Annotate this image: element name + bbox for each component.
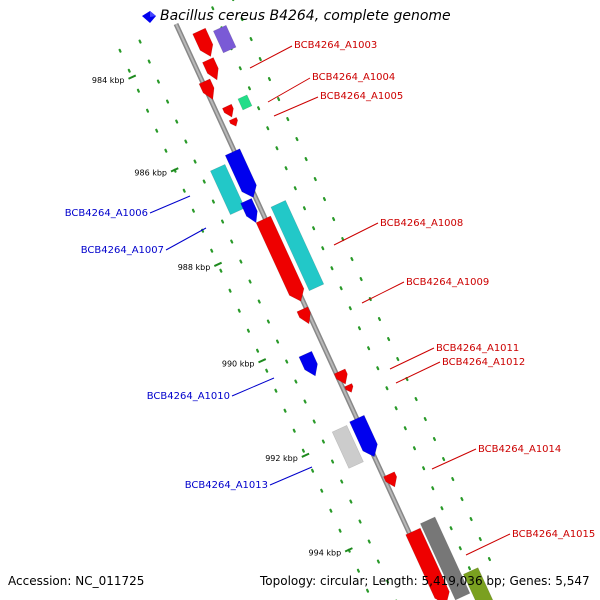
gene-label[interactable]: BCB4264_A1009	[406, 277, 489, 288]
tick-mark-4	[301, 452, 310, 458]
leader-line	[149, 195, 191, 214]
dotted-guide-lines	[118, 0, 498, 600]
gene-label[interactable]: BCB4264_A1005	[320, 91, 403, 102]
gene-label[interactable]: BCB4264_A1014	[478, 444, 561, 455]
gene-a1013-2	[349, 414, 378, 458]
gene-a1003-1	[192, 27, 214, 57]
title-legend-icon	[142, 11, 156, 23]
leader-line	[431, 448, 477, 470]
accession-text: Accession: NC_011725	[8, 574, 145, 588]
gene-a1007-1	[224, 148, 257, 198]
tick-mark-3	[258, 358, 267, 364]
leader-line	[273, 96, 319, 117]
tick-mark-0	[128, 74, 137, 80]
tick-label: 990 kbp	[222, 359, 255, 368]
gene-label[interactable]: BCB4264_A1013	[185, 480, 268, 491]
tick-mark-5	[344, 547, 353, 553]
gene-label[interactable]: BCB4264_A1004	[312, 72, 395, 83]
scale-ticks: 984 kbp 986 kbp 988 kbp 990 kbp 992 kbp 994 k…	[92, 74, 353, 557]
gene-a1015-1	[405, 527, 450, 600]
gene-small-1	[228, 116, 239, 127]
gene-a1008-2	[270, 200, 325, 292]
gene-a1003-4	[198, 78, 215, 101]
gene-a1013-1	[331, 424, 364, 469]
leader-line	[165, 227, 207, 251]
guide-line-1	[138, 39, 398, 600]
genome-summary-text: Topology: circular; Length: 5,419,036 bp…	[260, 574, 590, 588]
gene-a1003-3	[212, 24, 237, 54]
tick-mark-1	[170, 167, 179, 173]
tick-label: 992 kbp	[265, 454, 298, 463]
leader-line	[361, 281, 405, 304]
gene-label[interactable]: BCB4264_A1007	[81, 245, 164, 256]
gene-a1012	[344, 383, 354, 393]
gene-features	[192, 24, 494, 600]
tick-mark-2	[213, 261, 223, 267]
gene-label[interactable]: BCB4264_A1006	[65, 208, 148, 219]
leader-line	[465, 533, 511, 556]
gene-a1010	[298, 350, 318, 377]
gene-label[interactable]: BCB4264_A1011	[436, 343, 519, 354]
gene-label[interactable]: BCB4264_A1003	[294, 40, 377, 51]
gene-a1004	[221, 103, 234, 118]
leader-line	[231, 377, 275, 397]
tick-label: 994 kbp	[309, 548, 342, 557]
guide-line-0	[118, 48, 374, 600]
guide-line-2	[211, 6, 478, 585]
map-title: Bacillus cereus B4264, complete genome	[160, 8, 451, 24]
gene-a1015-2	[419, 516, 471, 600]
gene-labels: BCB4264_A1003BCB4264_A1004BCB4264_A1005B…	[65, 40, 595, 556]
gene-a1008-1	[255, 215, 305, 302]
leader-line	[389, 347, 435, 370]
leader-line	[269, 466, 313, 486]
gene-a1003-2	[202, 57, 219, 81]
gene-a1007-2	[240, 197, 258, 224]
gene-label[interactable]: BCB4264_A1012	[442, 357, 525, 368]
leader-line	[395, 361, 441, 384]
tick-label: 988 kbp	[178, 263, 211, 272]
leader-line	[333, 222, 379, 246]
gene-a1005	[237, 94, 253, 111]
gene-a1011	[333, 368, 348, 385]
gene-a1014	[383, 471, 398, 488]
gene-label[interactable]: BCB4264_A1008	[380, 218, 463, 229]
gene-label[interactable]: BCB4264_A1015	[512, 529, 595, 540]
gene-a1009	[296, 306, 311, 325]
tick-label: 986 kbp	[134, 168, 167, 177]
leader-line	[249, 45, 293, 69]
tick-label: 984 kbp	[92, 76, 125, 85]
gene-label[interactable]: BCB4264_A1010	[147, 391, 230, 402]
gene-a1015-3	[463, 567, 494, 600]
guide-line-3	[231, 0, 498, 576]
leader-line	[267, 77, 311, 103]
